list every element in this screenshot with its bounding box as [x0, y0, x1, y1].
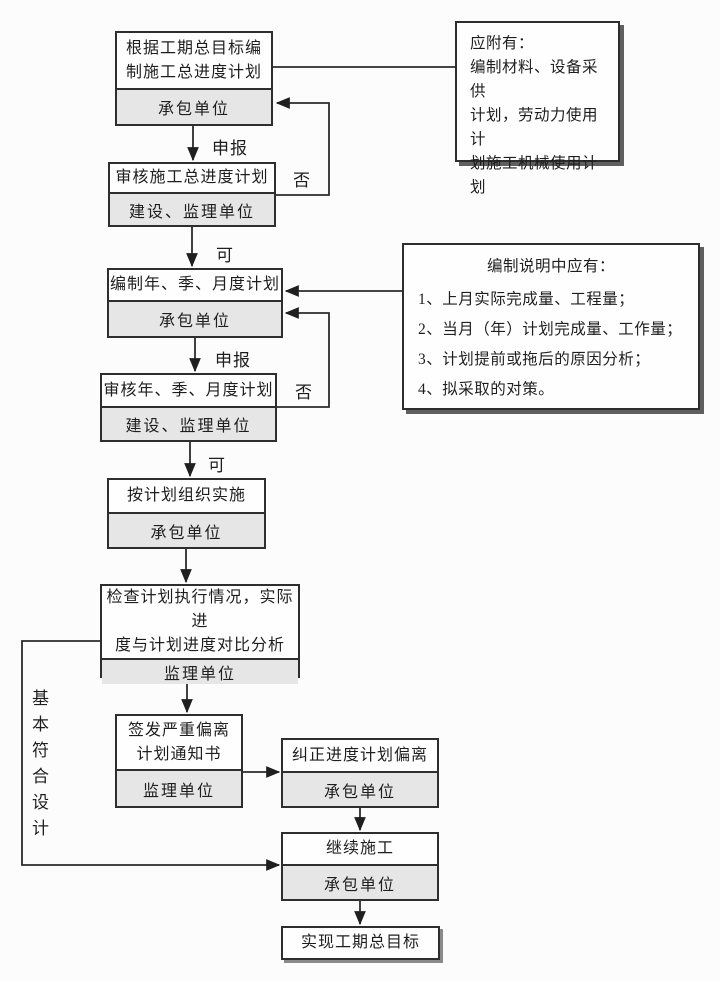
- step-org: 建设、监理单位: [102, 406, 275, 440]
- step-title: 实现工期总目标: [300, 934, 420, 951]
- step-org: 建设、监理单位: [110, 192, 274, 225]
- step-title: 纠正进度计划偏离: [291, 746, 428, 764]
- edge-label-yes-2: 可: [208, 456, 226, 475]
- step-title: 审核年、季、月度计划: [103, 381, 274, 399]
- step-org: 监理单位: [117, 769, 241, 806]
- step-title: 按计划组织实施: [126, 487, 246, 504]
- step-review-periodic-plan: 审核年、季、月度计划 建设、监理单位: [100, 373, 277, 442]
- explain-note-item: 2、当月（年）计划完成量、工作量；: [418, 321, 683, 338]
- step-title: 审核施工总进度计划: [115, 169, 269, 186]
- edge-label-no-2: 否: [295, 383, 313, 402]
- step-compile-master-plan: 根据工期总目标编 制施工总进度计划 承包单位: [115, 31, 273, 126]
- step-org: 监理单位: [102, 658, 298, 684]
- explain-note: 编制说明中应有： 1、上月实际完成量、工程量； 2、当月（年）计划完成量、工作量…: [402, 243, 700, 410]
- step-title: 编制年、季、月度计划: [109, 276, 280, 293]
- step-org: 承包单位: [109, 512, 264, 547]
- edge-no-loop-2: [277, 307, 330, 408]
- step-continue-construction: 继续施工 承包单位: [281, 832, 439, 901]
- step-compile-periodic-plan: 编制年、季、月度计划 承包单位: [107, 268, 283, 338]
- step-issue-deviation-notice: 签发严重偏离 计划通知书 监理单位: [115, 714, 243, 808]
- step-title: 检查计划执行情况，实际进 度与计划进度对比分析: [106, 589, 294, 654]
- edge-label-basic-conform: 基本符合设计: [29, 689, 48, 845]
- step-title: 根据工期总目标编 制施工总进度计划: [125, 39, 262, 81]
- step-org: 承包单位: [117, 88, 271, 124]
- step-org: 承包单位: [109, 300, 281, 336]
- explain-note-item: 3、计划提前或拖后的原因分析；: [418, 351, 651, 368]
- step-achieve-goal: 实现工期总目标: [281, 926, 440, 960]
- edge-label-no-1: 否: [293, 171, 311, 190]
- explain-note-item: 1、上月实际完成量、工程量；: [418, 291, 635, 308]
- edge-label-yes-1: 可: [216, 246, 234, 265]
- edge-basic-conform-b9: [21, 640, 281, 871]
- step-check-progress: 检查计划执行情况，实际进 度与计划进度对比分析 监理单位: [100, 584, 300, 684]
- explain-note-title: 编制说明中应有：: [486, 258, 615, 275]
- attachment-note: 应附有： 编制材料、设备采供 计划，劳动力使用计 划施工机械使用计 划: [455, 21, 620, 196]
- explain-note-item: 4、拟采取的对策。: [418, 381, 555, 398]
- step-correct-deviation: 纠正进度计划偏离 承包单位: [281, 738, 439, 808]
- step-org: 承包单位: [283, 864, 437, 899]
- edge-label-apply-1: 申报: [212, 139, 248, 158]
- edge-no-loop-1: [275, 97, 330, 196]
- step-title: 签发严重偏离 计划通知书: [127, 721, 230, 763]
- step-title: 继续施工: [325, 840, 394, 857]
- step-org: 承包单位: [283, 771, 437, 806]
- edge-label-apply-2: 申报: [215, 351, 251, 370]
- step-implement-plan: 按计划组织实施 承包单位: [107, 478, 266, 549]
- step-review-master-plan: 审核施工总进度计划 建设、监理单位: [108, 162, 276, 227]
